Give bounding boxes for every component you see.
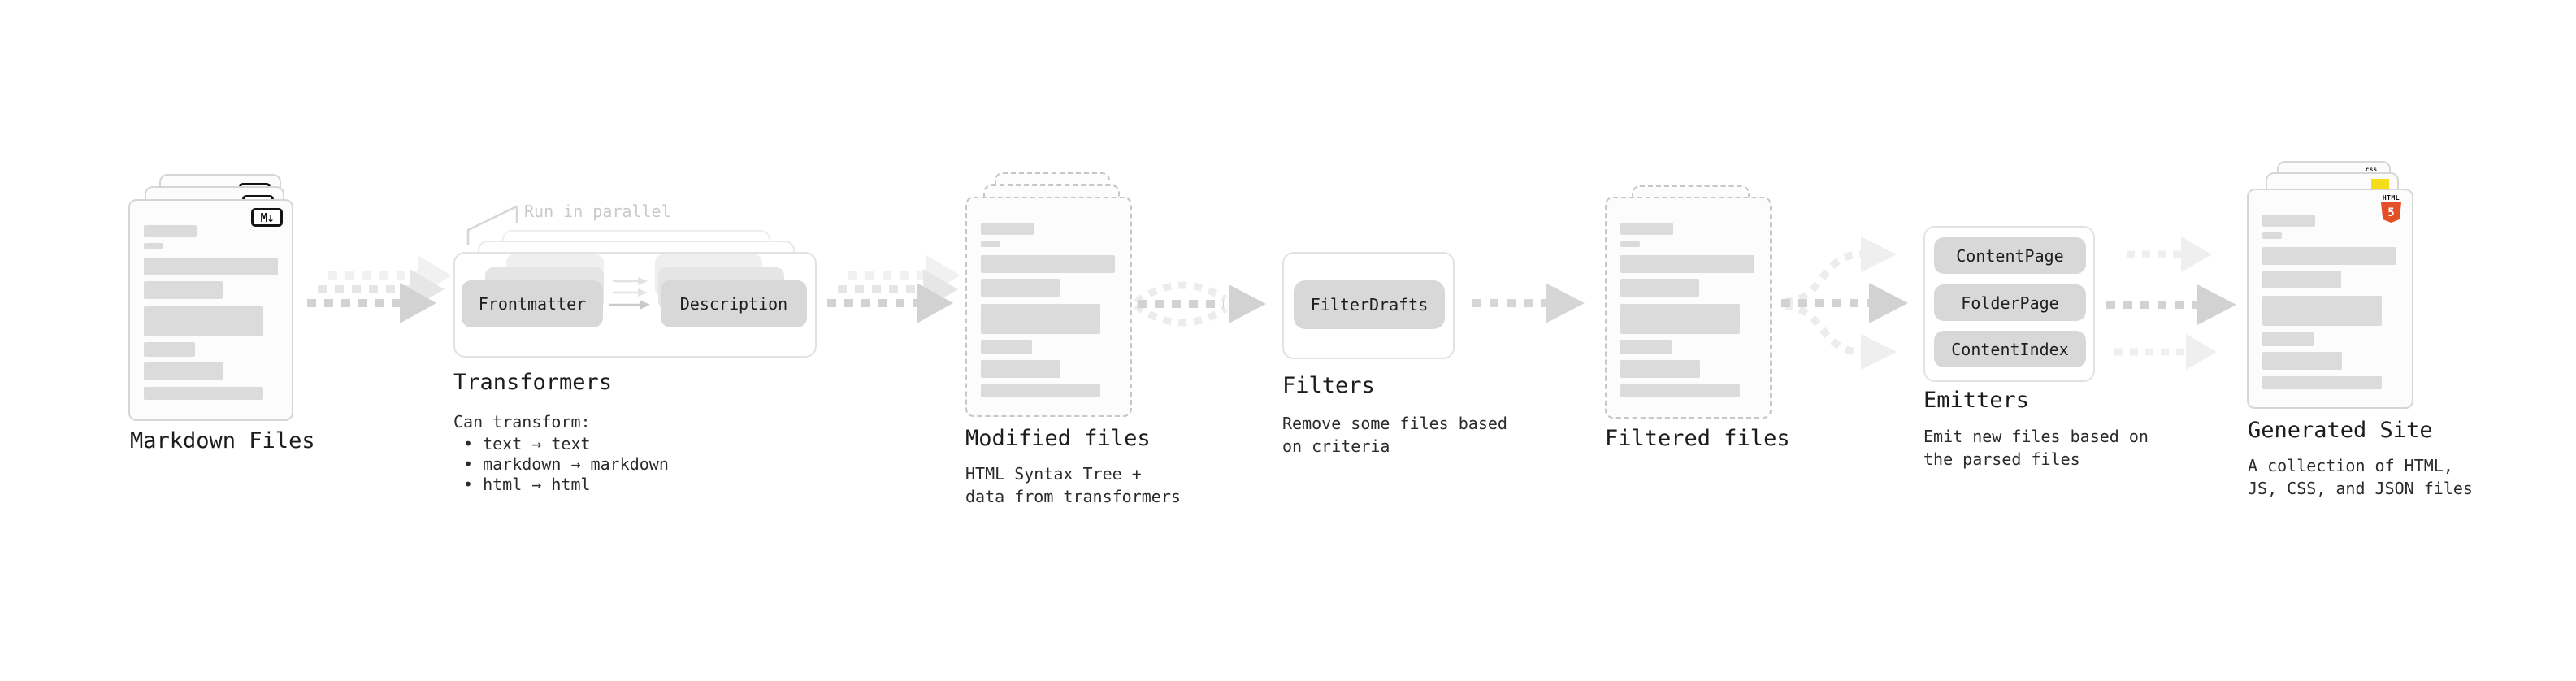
- arrow-emitters-to-site: [2106, 236, 2236, 370]
- text-line-placeholder: [1620, 241, 1640, 247]
- text-line-placeholder: [981, 360, 1060, 378]
- node-label-filtered-files: Filtered files: [1605, 426, 1790, 451]
- js-file-icon: [2371, 179, 2389, 189]
- parallel-note: Run in parallel: [524, 202, 671, 221]
- desc-line: on criteria: [1282, 436, 1390, 456]
- node-label-markdown-files: Markdown Files: [130, 428, 315, 453]
- text-line-placeholder: [144, 243, 163, 249]
- text-line-placeholder: [2262, 296, 2382, 326]
- text-line-placeholder: [2262, 271, 2341, 288]
- text-line-placeholder: [1620, 304, 1740, 334]
- transformers-desc-title: Can transform:: [453, 412, 591, 432]
- text-line-placeholder: [981, 384, 1100, 397]
- css-icon-label: css: [2365, 166, 2378, 173]
- text-line-placeholder: [144, 387, 263, 400]
- text-line-placeholder: [981, 279, 1060, 297]
- desc-line: data from transformers: [965, 487, 1181, 506]
- bullet-item: • text → text: [463, 434, 591, 453]
- arrow-markdown-to-transformers: [307, 255, 452, 323]
- emitters-desc: Emit new files based on the parsed files: [1923, 425, 2149, 471]
- text-line-placeholder: [2262, 352, 2342, 370]
- markdown-icon-label: M↓: [260, 210, 274, 225]
- text-line-placeholder: [981, 255, 1115, 273]
- text-line-placeholder: [981, 340, 1032, 354]
- node-label-transformers: Transformers: [453, 370, 613, 395]
- text-line-placeholder: [1620, 360, 1700, 378]
- text-line-placeholder: [1620, 223, 1673, 235]
- arrow-filters-to-filtered: [1472, 283, 1585, 323]
- chip-description: Description: [661, 280, 807, 327]
- file-card-front: [1605, 197, 1772, 419]
- filters-desc: Remove some files based on criteria: [1282, 412, 1507, 458]
- text-line-placeholder: [144, 306, 263, 336]
- text-line-placeholder: [981, 241, 1000, 247]
- modified-files-desc: HTML Syntax Tree + data from transformer…: [965, 462, 1181, 508]
- desc-line: Remove some files based: [1282, 414, 1507, 433]
- node-label-modified-files: Modified files: [965, 426, 1151, 451]
- text-line-placeholder: [144, 362, 223, 380]
- text-line-placeholder: [2262, 247, 2396, 265]
- html5-icon-number: 5: [2387, 206, 2395, 219]
- arrow-filtered-to-emitters-split: [1781, 236, 1908, 370]
- arrow-transformers-to-modified: [827, 255, 961, 323]
- text-line-placeholder: [981, 223, 1034, 235]
- markdown-icon: M↓: [251, 208, 283, 227]
- desc-line: HTML Syntax Tree +: [965, 464, 1142, 484]
- html5-icon: HTML 5: [2381, 194, 2401, 223]
- chip-contentpage: ContentPage: [1934, 237, 2086, 274]
- text-line-placeholder: [2262, 215, 2315, 227]
- desc-line: A collection of HTML,: [2248, 456, 2453, 475]
- chip-contentindex: ContentIndex: [1934, 331, 2086, 367]
- text-line-placeholder: [981, 304, 1100, 334]
- node-label-generated-site: Generated Site: [2248, 418, 2433, 443]
- chip-frontmatter: Frontmatter: [462, 280, 603, 327]
- node-label-emitters: Emitters: [1923, 388, 2030, 413]
- transformers-bullets: • text → text • markdown → markdown • ht…: [463, 434, 669, 495]
- arrow-modified-to-filters-merge: [1134, 281, 1266, 327]
- text-line-placeholder: [144, 281, 223, 299]
- text-line-placeholder: [2262, 376, 2382, 389]
- chip-folderpage: FolderPage: [1934, 284, 2086, 321]
- text-line-placeholder: [144, 225, 197, 237]
- text-line-placeholder: [1620, 255, 1754, 273]
- text-line-placeholder: [2262, 332, 2314, 346]
- desc-line: JS, CSS, and JSON files: [2248, 479, 2473, 498]
- file-card-front: HTML 5: [2247, 189, 2413, 409]
- node-label-filters: Filters: [1282, 373, 1375, 398]
- desc-line: the parsed files: [1923, 449, 2080, 469]
- file-card-front: M↓: [128, 199, 293, 421]
- html5-icon-label: HTML: [2382, 194, 2400, 202]
- html5-icon-shield: 5: [2381, 202, 2401, 223]
- text-line-placeholder: [144, 342, 195, 357]
- chip-filterdrafts: FilterDrafts: [1294, 280, 1445, 329]
- bullet-item: • html → html: [463, 475, 591, 494]
- bullet-item: • markdown → markdown: [463, 454, 669, 474]
- generated-site-desc: A collection of HTML, JS, CSS, and JSON …: [2248, 454, 2473, 500]
- file-card-front: [965, 197, 1132, 417]
- text-line-placeholder: [144, 258, 278, 275]
- text-line-placeholder: [1620, 279, 1699, 297]
- text-line-placeholder: [1620, 384, 1740, 397]
- text-line-placeholder: [2262, 232, 2282, 239]
- text-line-placeholder: [1620, 340, 1672, 354]
- desc-line: Emit new files based on: [1923, 427, 2149, 446]
